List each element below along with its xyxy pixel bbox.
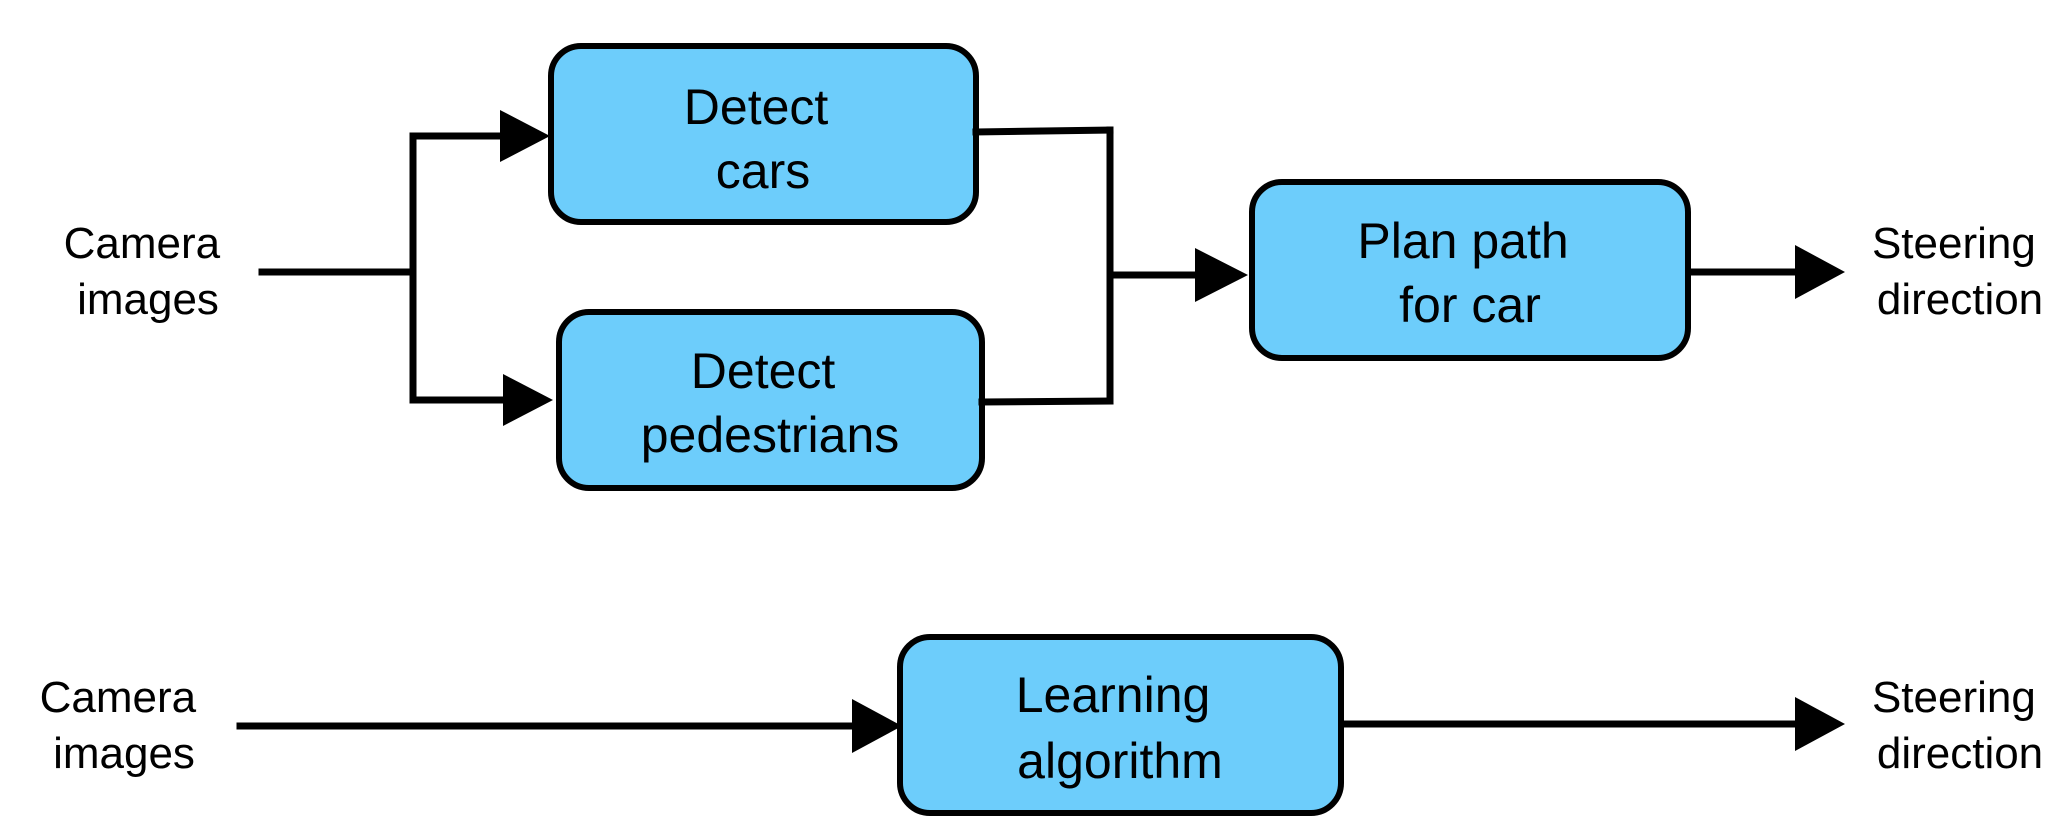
learning-algorithm-label: Learning algorithm — [1016, 667, 1225, 789]
detect-pedestrians-label: Detect pedestrians — [641, 343, 900, 463]
merge-from-cars-line — [972, 126, 1114, 136]
detect-pedestrians-box: Detect pedestrians — [556, 309, 985, 491]
arrow-to-detect-cars — [500, 110, 550, 162]
top-input-label: Camera images — [64, 219, 233, 324]
arrow-to-learning-algorithm — [852, 699, 902, 753]
top-output-label: Steering direction — [1872, 219, 2048, 324]
detect-cars-box: Detect cars — [548, 43, 979, 225]
arrow-to-bottom-output — [1795, 697, 1845, 751]
plan-path-label: Plan path for car — [1357, 213, 1582, 333]
detect-cars-label: Detect cars — [684, 79, 842, 199]
learning-algorithm-box: Learning algorithm — [897, 634, 1344, 816]
bottom-input-label: Camera images — [40, 673, 209, 778]
bottom-pipeline: Camera images Learning algorithm Steerin… — [40, 634, 2048, 816]
arrow-to-detect-pedestrians — [503, 374, 553, 426]
arrow-to-top-output — [1795, 245, 1845, 299]
plan-path-box: Plan path for car — [1249, 179, 1691, 361]
arrow-to-plan-path — [1195, 248, 1248, 302]
bottom-output-label: Steering direction — [1872, 673, 2048, 778]
top-pipeline: Camera images Detect cars Detect pedestr… — [64, 43, 2048, 491]
merge-from-pedestrians-line — [978, 397, 1114, 406]
